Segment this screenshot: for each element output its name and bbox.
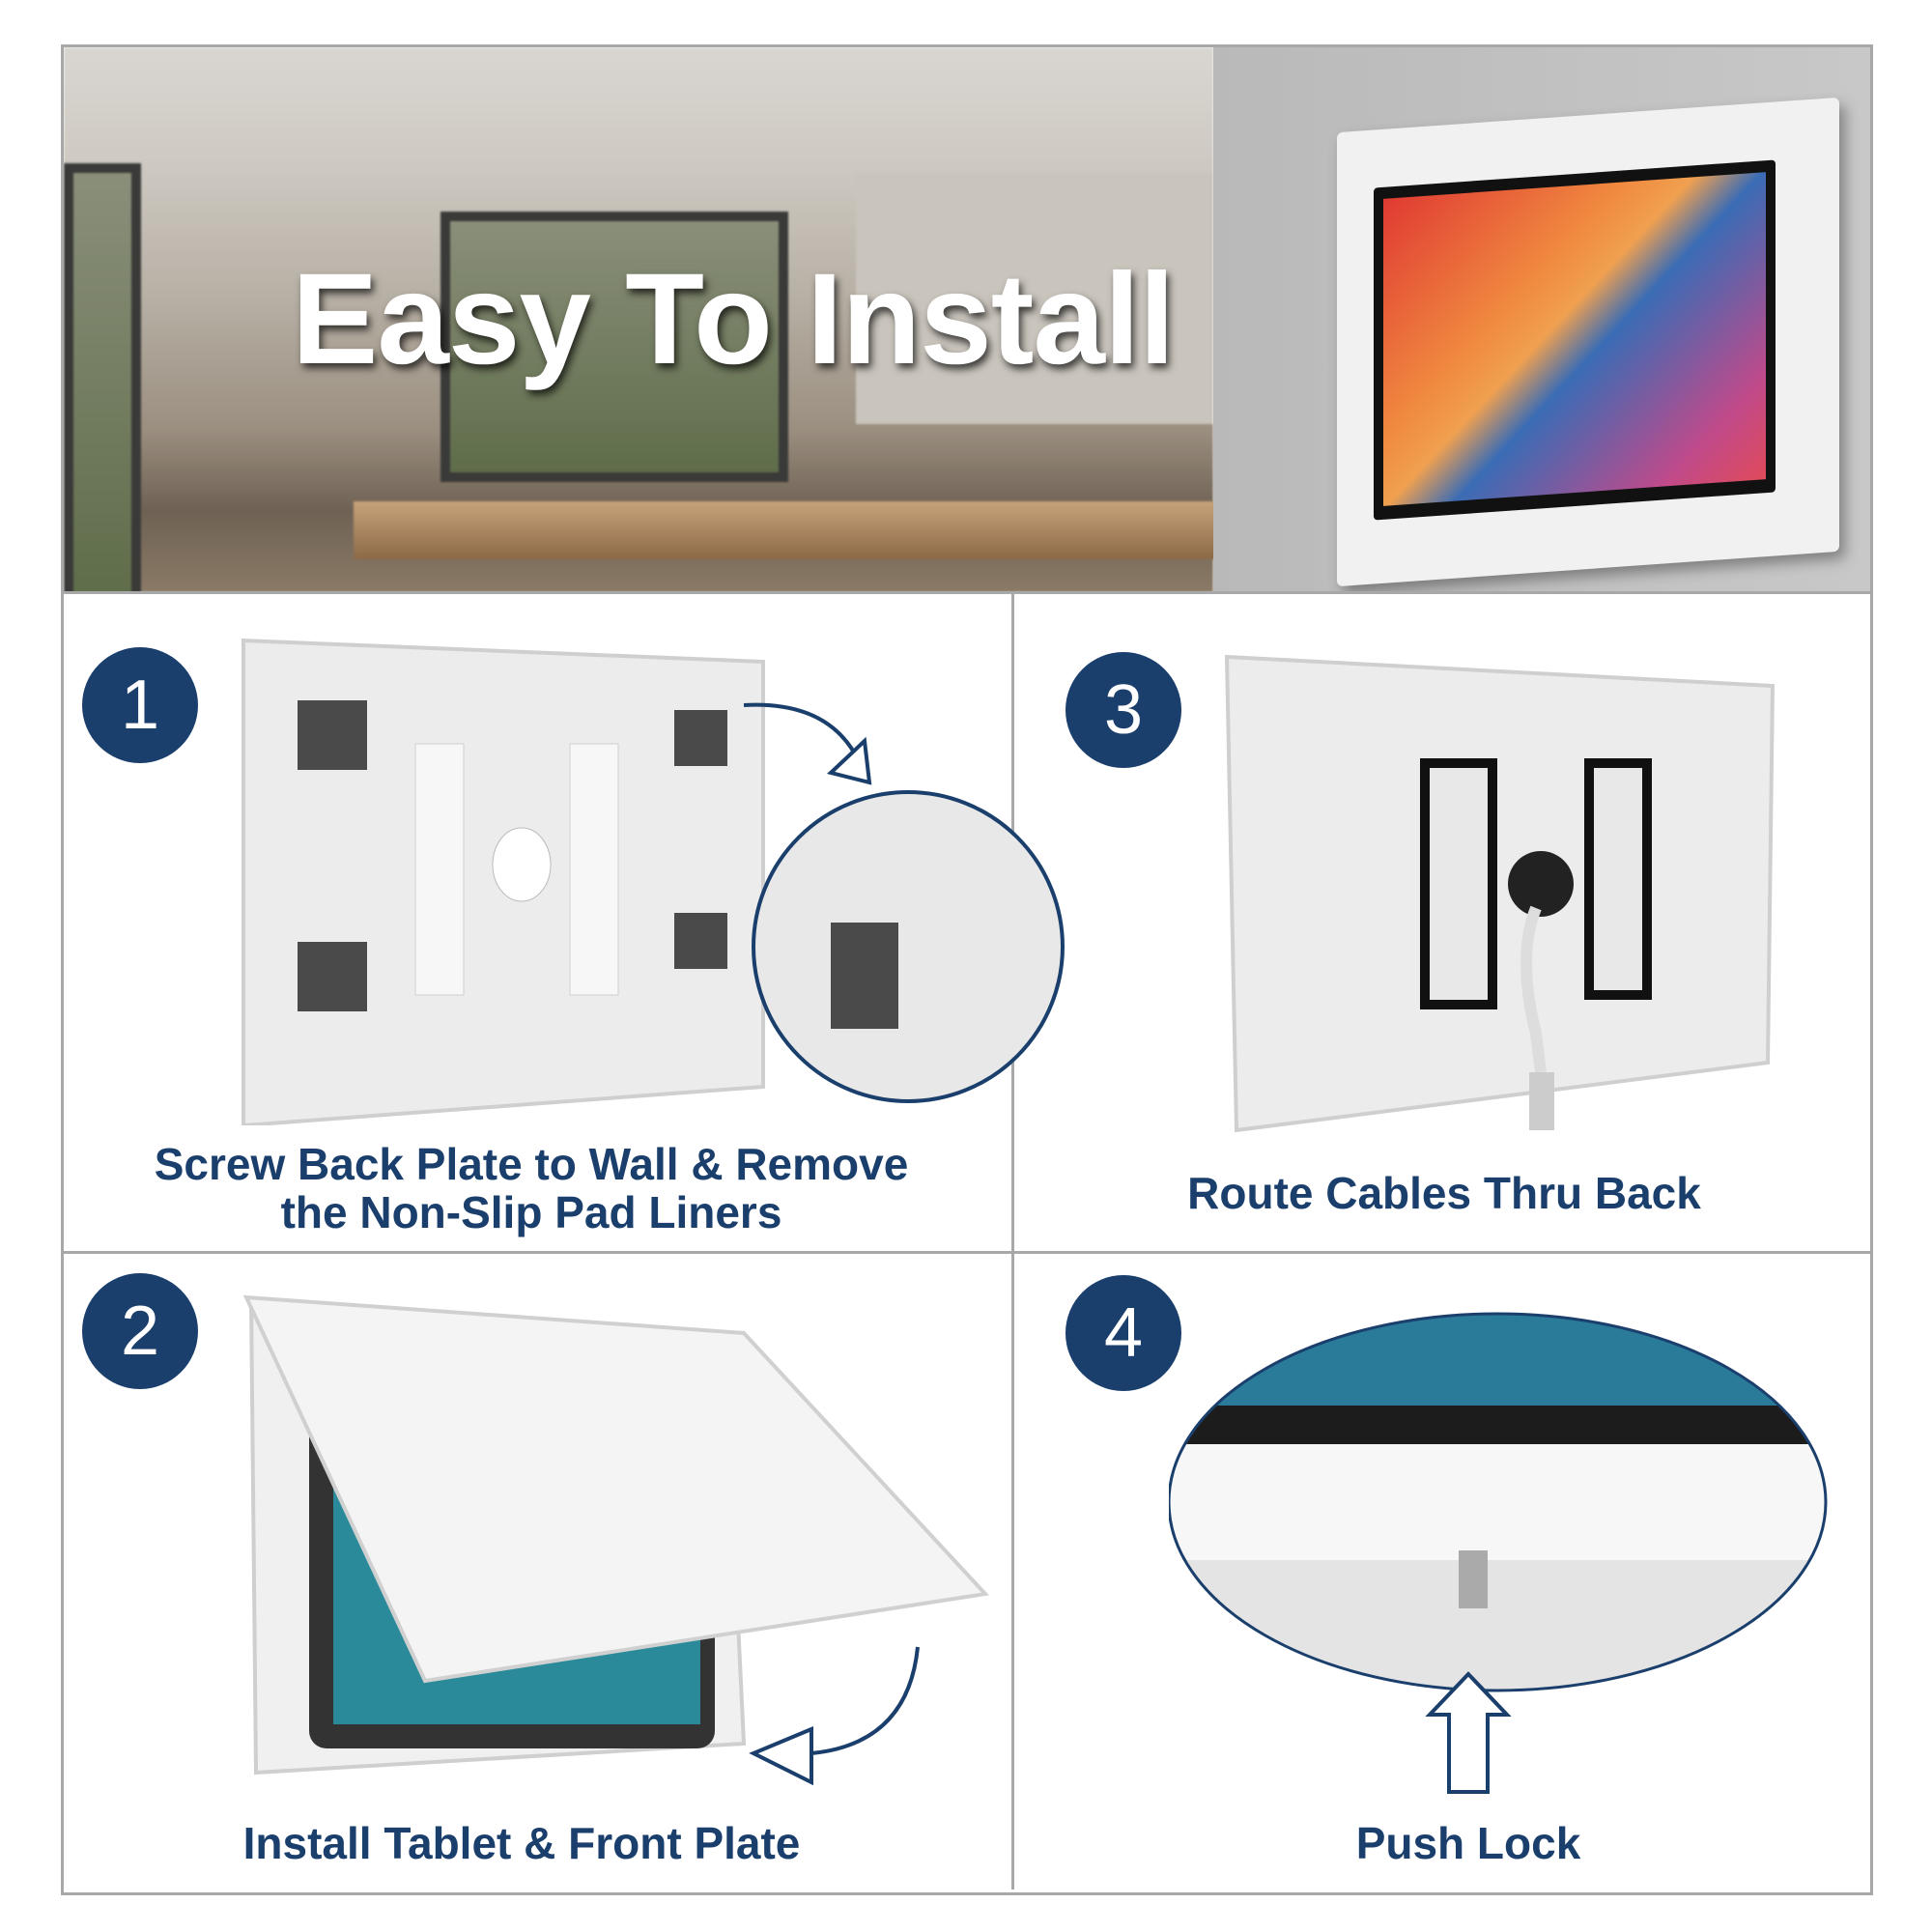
step-1-caption-line2: the Non-Slip Pad Liners	[280, 1187, 782, 1237]
step-4-caption: Push Lock	[1355, 1818, 1581, 1868]
step-1-badge: 1	[82, 647, 198, 763]
push-lock-illustration	[1169, 1312, 1828, 1794]
step-1-caption: Screw Back Plate to Wall & Remove the No…	[68, 1140, 995, 1236]
cable-routing-illustration	[1224, 654, 1776, 1133]
hero-title: Easy To Install	[292, 247, 1175, 391]
kitchen-photo	[64, 47, 1223, 592]
step-3-caption: Route Cables Thru Back	[1187, 1168, 1701, 1218]
front-plate-illustration	[242, 1294, 990, 1786]
step-1-caption-line1: Screw Back Plate to Wall & Remove	[154, 1139, 909, 1189]
back-plate-illustration	[242, 638, 1065, 1125]
step-2-caption: Install Tablet & Front Plate	[242, 1818, 801, 1868]
step-2-badge: 2	[82, 1273, 198, 1389]
outer-frame	[61, 44, 1873, 1895]
wall-mounted-tablet-photo	[1213, 47, 1870, 592]
step-4-badge: 4	[1065, 1275, 1181, 1391]
hero-banner: Easy To Install	[64, 47, 1870, 592]
step-3-badge: 3	[1065, 652, 1181, 768]
